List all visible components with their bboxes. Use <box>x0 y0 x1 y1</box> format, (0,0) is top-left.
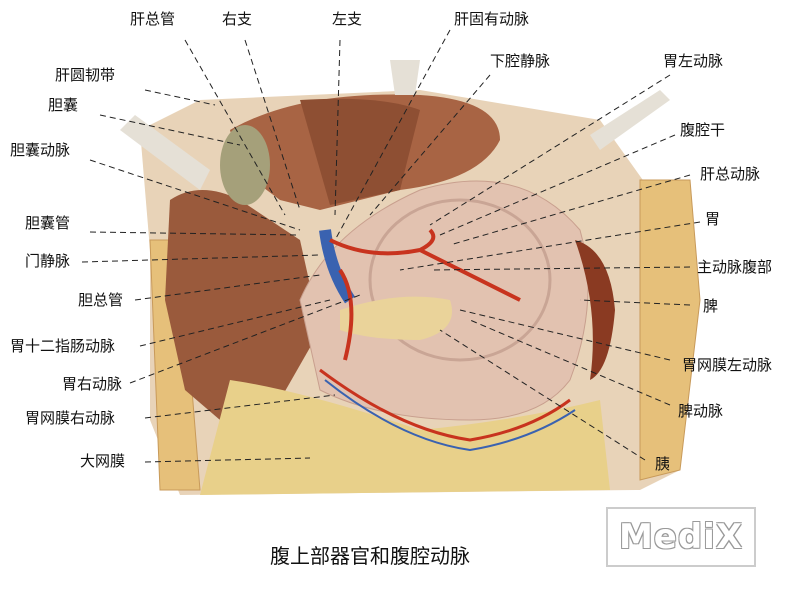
label-common-bile-duct: 胆总管 <box>78 291 124 309</box>
label-cystic-duct: 胆囊管 <box>25 214 71 232</box>
liver-segment <box>300 98 420 205</box>
label-cystic-artery: 胆囊动脉 <box>10 141 71 159</box>
retractor-left <box>120 115 210 190</box>
leader-left-gastroepiploic-artery <box>459 309 671 361</box>
leader-right-gastroepiploic-artery <box>144 394 336 419</box>
leader-inferior-vena-cava <box>369 74 491 216</box>
label-pancreas: 胰 <box>655 455 671 473</box>
liver-left-lobe <box>165 190 320 420</box>
retractor-top <box>390 60 420 95</box>
portal-vein-shape <box>319 229 356 304</box>
leader-gastroduodenal-artery <box>139 299 331 347</box>
retractor-right <box>590 90 670 150</box>
gastroepiploic-veins <box>324 379 576 452</box>
leader-left-branch <box>334 39 341 216</box>
label-gallbladder: 胆囊 <box>48 96 79 114</box>
leader-round-ligament-of-liver <box>144 89 216 106</box>
leader-cystic-artery <box>89 159 301 231</box>
label-common-hepatic-duct: 肝总管 <box>130 10 176 28</box>
label-greater-omentum: 大网膜 <box>80 452 126 470</box>
leader-celiac-trunk <box>439 134 676 236</box>
leader-right-gastric-artery <box>129 294 361 384</box>
label-left-gastric-artery: 胃左动脉 <box>663 52 724 70</box>
label-proper-hepatic-artery: 肝固有动脉 <box>454 10 530 28</box>
leader-left-gastric-artery <box>429 74 671 226</box>
label-stomach: 胃 <box>705 210 721 228</box>
label-left-branch: 左支 <box>332 10 363 28</box>
leader-stomach <box>399 221 701 271</box>
label-abdominal-aorta: 主动脉腹部 <box>697 258 773 276</box>
label-splenic-artery: 脾动脉 <box>678 402 724 420</box>
label-spleen: 脾 <box>703 297 719 315</box>
leader-common-hepatic-artery <box>449 174 691 246</box>
leader-gallbladder <box>99 114 241 146</box>
leader-common-bile-duct <box>134 274 321 301</box>
leader-lines <box>81 29 701 463</box>
gallbladder-shape <box>220 125 270 205</box>
label-common-hepatic-artery: 肝总动脉 <box>700 165 761 183</box>
label-gastroduodenal-artery: 胃十二指肠动脉 <box>10 337 116 355</box>
label-right-gastric-artery: 胃右动脉 <box>62 375 123 393</box>
leader-splenic-artery <box>469 319 671 406</box>
leader-greater-omentum <box>144 457 311 463</box>
label-celiac-trunk: 腹腔干 <box>680 121 726 139</box>
label-right-branch: 右支 <box>222 10 253 28</box>
stomach-fold <box>368 198 552 362</box>
omentum-shape <box>200 380 610 495</box>
label-left-gastroepiploic-artery: 胃网膜左动脉 <box>682 356 773 374</box>
right-body-wall <box>639 179 701 481</box>
watermark-logo: MediX <box>606 507 756 567</box>
leader-abdominal-aorta <box>429 266 691 271</box>
label-right-gastroepiploic-artery: 胃网膜右动脉 <box>25 409 116 427</box>
leader-pancreas <box>439 329 646 461</box>
label-portal-vein: 门静脉 <box>25 252 71 270</box>
leader-common-hepatic-duct <box>184 39 286 216</box>
label-inferior-vena-cava: 下腔静脉 <box>490 52 551 70</box>
leader-cystic-duct <box>89 231 301 236</box>
label-round-ligament-of-liver: 肝圆韧带 <box>55 66 116 84</box>
leader-spleen <box>579 299 691 306</box>
artery-shape <box>329 228 521 361</box>
spleen-shape <box>575 240 615 380</box>
figure-title: 腹上部器官和腹腔动脉 <box>270 544 470 568</box>
pancreas-shape <box>340 296 452 340</box>
gastroepiploic-arteries <box>319 368 571 442</box>
